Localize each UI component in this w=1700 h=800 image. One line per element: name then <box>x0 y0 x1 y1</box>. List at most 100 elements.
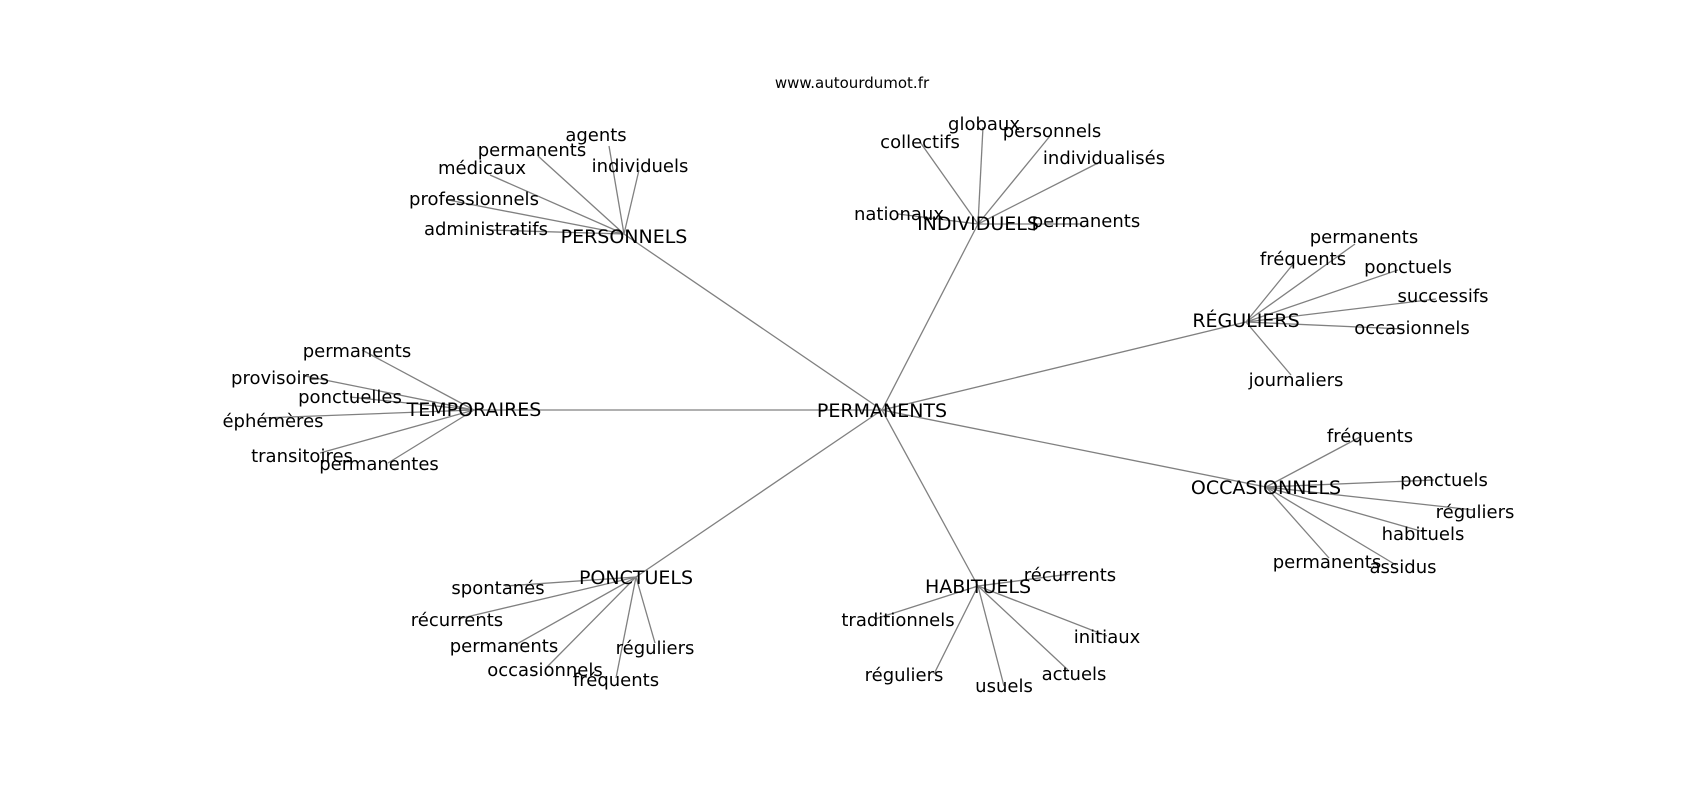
leaf-label-individuels-5: permanents <box>1032 211 1140 232</box>
edge-root-occasionnels <box>881 409 1267 488</box>
leaf-label-occasionnels-3: habituels <box>1382 524 1465 545</box>
leaf-label-reguliers-3: successifs <box>1397 286 1488 307</box>
leaf-label-individuels-0: globaux <box>948 114 1020 135</box>
edge-temporaires-leaf-0 <box>361 349 475 411</box>
graph-edges <box>261 126 1475 687</box>
edge-temporaires-leaf-5 <box>387 409 475 464</box>
edge-temporaires-leaf-2 <box>349 396 475 411</box>
edge-habituels-leaf-1 <box>874 585 979 620</box>
leaf-label-personnels-2: médicaux <box>438 158 526 179</box>
edge-habituels-leaf-2 <box>977 585 1108 637</box>
leaf-label-habituels-5: actuels <box>1042 664 1107 685</box>
edge-reguliers-leaf-2 <box>1245 269 1399 323</box>
leaf-label-reguliers-0: permanents <box>1310 227 1418 248</box>
leaf-label-temporaires-2: ponctuelles <box>298 387 402 408</box>
edge-temporaires-leaf-4 <box>319 409 475 454</box>
edge-personnels-leaf-0 <box>608 145 625 235</box>
edge-individuels-leaf-3 <box>977 161 1101 225</box>
edge-individuels-leaf-4 <box>897 213 979 225</box>
edge-occasionnels-leaf-2 <box>1265 486 1475 511</box>
hub-label-ponctuels: PONCTUELS <box>579 567 693 589</box>
leaf-label-personnels-5: administratifs <box>424 219 548 240</box>
leaf-label-occasionnels-2: réguliers <box>1436 502 1515 523</box>
edge-ponctuels-leaf-5 <box>615 576 637 679</box>
edge-ponctuels-leaf-3 <box>545 576 637 669</box>
source-label: www.autourdumot.fr <box>775 74 930 92</box>
leaf-label-occasionnels-0: fréquents <box>1327 426 1413 447</box>
edge-reguliers-leaf-4 <box>1245 321 1405 330</box>
edge-ponctuels-leaf-1 <box>457 576 637 620</box>
edge-occasionnels-leaf-4 <box>1265 486 1330 559</box>
hub-label-personnels: PERSONNELS <box>561 226 688 248</box>
leaf-label-habituels-1: traditionnels <box>841 610 954 631</box>
edge-habituels-leaf-0 <box>977 573 1071 587</box>
edge-occasionnels-leaf-3 <box>1265 486 1425 533</box>
edge-root-habituels <box>881 409 979 587</box>
leaf-label-habituels-4: usuels <box>975 676 1033 697</box>
leaf-label-temporaires-0: permanents <box>303 341 411 362</box>
leaf-label-temporaires-3: éphémères <box>222 411 323 432</box>
leaf-label-personnels-1: permanents <box>478 140 586 161</box>
leaf-label-individuels-3: individualisés <box>1043 148 1165 169</box>
edge-root-ponctuels <box>635 409 883 578</box>
edge-root-personnels <box>623 233 883 411</box>
edge-personnels-leaf-2 <box>489 174 625 235</box>
leaf-label-ponctuels-1: récurrents <box>411 610 503 631</box>
leaf-label-personnels-0: agents <box>565 125 626 146</box>
edge-individuels-leaf-1 <box>919 141 979 225</box>
edge-habituels-leaf-4 <box>977 585 1005 687</box>
edge-root-reguliers <box>881 321 1247 411</box>
leaf-label-temporaires-1: provisoires <box>231 368 329 389</box>
leaf-label-occasionnels-1: ponctuels <box>1400 470 1488 491</box>
edge-personnels-leaf-3 <box>623 169 640 235</box>
leaf-label-ponctuels-3: occasionnels <box>487 660 603 681</box>
edge-individuels-leaf-0 <box>977 126 984 225</box>
edge-temporaires-leaf-3 <box>261 409 475 419</box>
edge-ponctuels-leaf-4 <box>635 576 656 644</box>
edge-ponctuels-leaf-0 <box>504 576 637 587</box>
leaf-label-reguliers-4: occasionnels <box>1354 318 1470 339</box>
edge-root-individuels <box>881 223 979 411</box>
edge-individuels-leaf-2 <box>977 135 1051 225</box>
leaf-label-individuels-1: collectifs <box>880 132 960 153</box>
edge-temporaires-leaf-1 <box>304 375 475 411</box>
edge-reguliers-leaf-0 <box>1245 243 1356 323</box>
leaf-label-ponctuels-5: fréquents <box>573 670 659 691</box>
leaf-label-reguliers-2: ponctuels <box>1364 257 1452 278</box>
edge-reguliers-leaf-1 <box>1245 262 1295 323</box>
leaf-label-habituels-2: initiaux <box>1074 627 1141 648</box>
edge-habituels-leaf-5 <box>977 585 1069 671</box>
edge-personnels-leaf-1 <box>537 155 625 235</box>
leaf-label-temporaires-4: transitoires <box>251 446 353 467</box>
leaf-label-reguliers-5: journaliers <box>1248 370 1344 391</box>
edge-reguliers-leaf-5 <box>1245 321 1292 376</box>
edge-occasionnels-leaf-0 <box>1265 435 1363 488</box>
edge-habituels-leaf-3 <box>933 585 979 675</box>
edge-personnels-leaf-4 <box>447 199 625 235</box>
leaf-label-temporaires-5: permanentes <box>319 454 439 475</box>
leaf-label-habituels-3: réguliers <box>865 665 944 686</box>
edge-reguliers-leaf-3 <box>1245 298 1437 323</box>
hub-label-temporaires: TEMPORAIRES <box>406 399 542 421</box>
leaf-label-individuels-4: nationaux <box>854 204 944 225</box>
graph-labels: www.autourdumot.fr PERMANENTS PERSONNELS… <box>222 74 1514 697</box>
leaf-label-reguliers-1: fréquents <box>1260 249 1346 270</box>
hub-label-occasionnels: OCCASIONNELS <box>1191 477 1341 499</box>
leaf-label-habituels-0: récurrents <box>1024 565 1116 586</box>
edge-occasionnels-leaf-1 <box>1265 479 1435 488</box>
hub-label-individuels: INDIVIDUELS <box>917 213 1039 235</box>
hub-label-habituels: HABITUELS <box>925 576 1031 598</box>
edge-ponctuels-leaf-2 <box>514 576 637 646</box>
leaf-label-personnels-3: individuels <box>592 156 689 177</box>
leaf-label-individuels-2: personnels <box>1003 121 1102 142</box>
leaf-label-occasionnels-5: assidus <box>1370 557 1437 578</box>
edge-occasionnels-leaf-5 <box>1265 486 1397 566</box>
root-node-label: PERMANENTS <box>817 400 947 422</box>
leaf-label-ponctuels-0: spontanés <box>451 578 544 599</box>
hub-label-reguliers: RÉGULIERS <box>1192 309 1299 332</box>
edge-personnels-leaf-5 <box>489 229 625 235</box>
leaf-label-occasionnels-4: permanents <box>1273 552 1381 573</box>
leaf-label-ponctuels-2: permanents <box>450 636 558 657</box>
leaf-label-ponctuels-4: réguliers <box>616 638 695 659</box>
